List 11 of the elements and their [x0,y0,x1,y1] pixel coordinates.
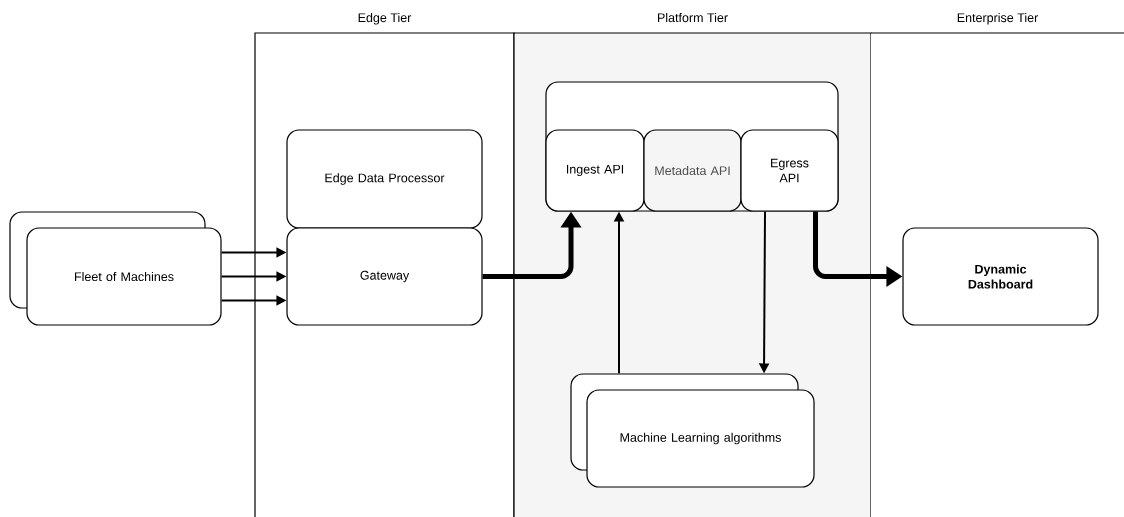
process-box: Gateway [286,227,483,326]
api-box: Metadata API [643,129,742,212]
algorithm-stack: Machine Learning algorithms [570,373,815,488]
dashboard-box: Dynamic Dashboard [902,227,1099,326]
tier-label: Enterprise Tier [957,12,1039,25]
process-box: Edge Data Processor [286,129,483,229]
api-box: Egress API [740,129,839,212]
tier-label: Platform Tier [658,12,728,23]
api-box: Ingest API [545,129,645,212]
machine-stack: Fleet of Machines [9,211,222,326]
tier-label: Edge Tier [358,12,412,25]
